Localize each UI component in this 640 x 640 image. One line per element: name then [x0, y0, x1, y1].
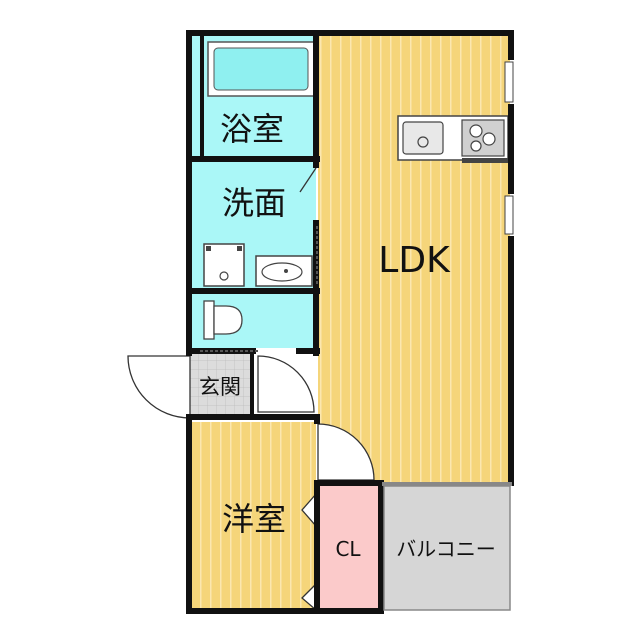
balcony-outline [383, 485, 511, 611]
western-room-label: 洋室 [222, 500, 286, 538]
closet-label: CL [335, 537, 361, 561]
washing-machine-icon [203, 243, 245, 287]
bath-label: 浴室 [220, 110, 284, 148]
balcony-floor [384, 486, 510, 610]
walls [186, 30, 514, 614]
ldk-label: LDK [378, 240, 451, 281]
pipe-space [190, 34, 200, 156]
windows [504, 61, 514, 235]
entrance-door-swing [127, 355, 191, 419]
toilet-icon [203, 300, 243, 340]
closet-floor [320, 486, 378, 610]
kitchen-counter-icon [397, 115, 509, 161]
western-room-floor [190, 422, 316, 610]
hall-door-swing [257, 355, 315, 413]
entrance-floor [190, 354, 250, 416]
entrance-label: 玄関 [199, 375, 241, 399]
wash-basin-icon [255, 255, 313, 287]
washroom-door-swing [299, 167, 317, 193]
balcony-label: バルコニー [396, 537, 496, 561]
ldk-floor [318, 34, 510, 482]
bathtub-icon [207, 41, 315, 97]
western-room-door-swing [317, 423, 375, 481]
washroom-label: 洗面 [222, 184, 286, 222]
